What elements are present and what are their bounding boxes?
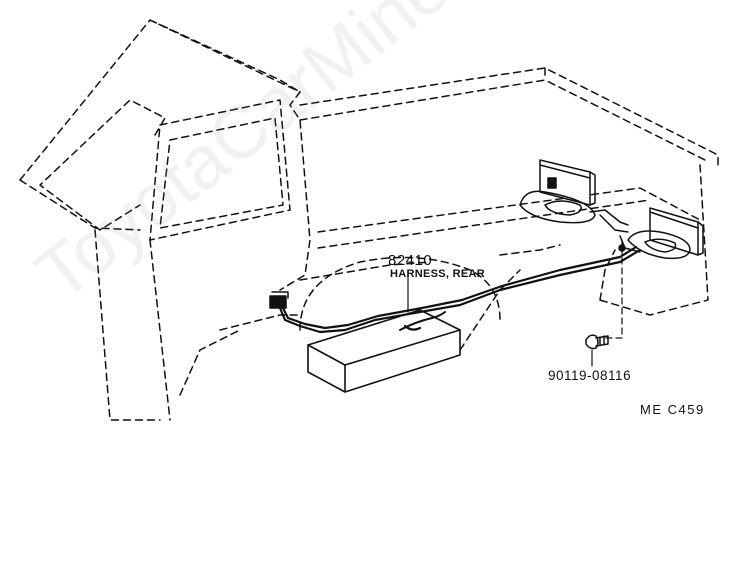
wheel-arch (299, 256, 501, 331)
cab-outline (19, 19, 311, 421)
box-under-bed (307, 309, 461, 393)
rear-harness-wire (278, 245, 642, 334)
leader-lines (407, 239, 623, 367)
screw-part-number: 90119-08116 (548, 368, 632, 383)
harness-part-name: HARNESS, REAR (390, 268, 485, 280)
rear-combination-lamp-upper (519, 159, 629, 233)
front-connector (269, 291, 289, 309)
mounting-screw (585, 334, 609, 350)
diagram-code: ME C459 (640, 402, 705, 417)
rear-combination-lamp-lower (618, 207, 704, 260)
harness-part-number: 82410 (388, 252, 433, 269)
bed-outline (179, 67, 719, 396)
